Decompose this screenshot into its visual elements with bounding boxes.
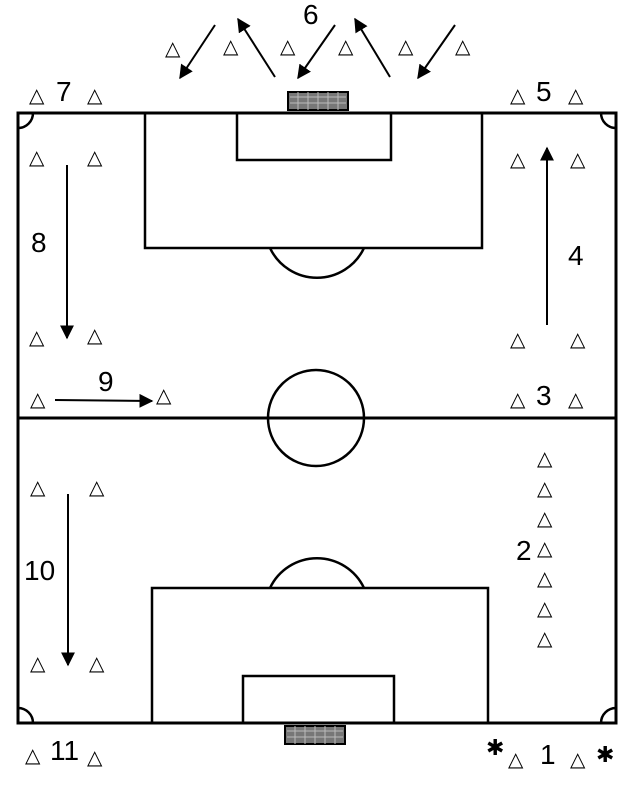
corner-arc-top-left <box>17 112 35 130</box>
triangle-cone-icon: △ <box>29 325 45 349</box>
triangle-cone-icon: △ <box>537 566 553 590</box>
triangle-cone-icon: △ <box>87 745 103 769</box>
run-arrow-icon <box>237 17 276 78</box>
triangle-cone-icon: △ <box>510 147 526 171</box>
run-arrow-icon <box>354 17 391 78</box>
corner-arc-top-right <box>599 112 617 130</box>
penalty-area-top <box>143 111 484 250</box>
triangle-cone-icon: △ <box>30 387 46 411</box>
station-label-11: 11 <box>50 735 79 766</box>
run-arrows-group <box>54 17 554 667</box>
triangle-cone-icon: △ <box>89 475 105 499</box>
start-marker-icon: ✱ <box>486 736 504 761</box>
triangle-cone-icon: △ <box>455 34 471 58</box>
triangle-cone-icon: △ <box>508 747 524 771</box>
triangle-cone-icon: △ <box>537 446 553 470</box>
penalty-arc-top <box>268 247 366 279</box>
triangle-cone-icon: △ <box>223 34 239 58</box>
triangle-cone-icon: △ <box>568 83 584 107</box>
station-label-5: 5 <box>536 76 552 107</box>
triangle-cone-icon: △ <box>156 383 172 407</box>
triangle-cone-icon: △ <box>510 387 526 411</box>
triangle-cone-icon: △ <box>87 323 103 347</box>
triangle-cone-icon: △ <box>537 596 553 620</box>
triangle-cone-icon: △ <box>537 626 553 650</box>
triangle-cone-icon: △ <box>570 147 586 171</box>
triangle-cone-icon: △ <box>25 743 41 767</box>
run-arrow-icon <box>297 24 336 80</box>
penalty-arc-bottom <box>268 557 366 589</box>
station-label-6: 6 <box>303 0 319 30</box>
station-label-9: 9 <box>98 366 114 397</box>
triangle-cone-icon: △ <box>89 651 105 675</box>
triangle-cone-icon: △ <box>398 34 414 58</box>
triangle-cone-icon: △ <box>29 83 45 107</box>
triangle-cone-icon: △ <box>87 145 103 169</box>
triangle-cone-icon: △ <box>165 36 181 60</box>
triangle-cone-icon: △ <box>338 34 354 58</box>
triangle-cone-icon: △ <box>570 747 586 771</box>
station-label-7: 7 <box>56 76 72 107</box>
cones-group: △ △ △ △ △ △ △ △ △ △ △ △ △ △ △ △ △ △ △ △ … <box>25 34 586 771</box>
triangle-cone-icon: △ <box>280 34 296 58</box>
triangle-cone-icon: △ <box>537 476 553 500</box>
penalty-area-bottom <box>150 586 490 725</box>
triangle-cone-icon: △ <box>510 327 526 351</box>
triangle-cone-icon: △ <box>568 387 584 411</box>
goal-net-top <box>290 92 346 110</box>
triangle-cone-icon: △ <box>570 327 586 351</box>
station-label-1: 1 <box>540 739 556 770</box>
corner-arc-bottom-right <box>599 706 617 724</box>
station-label-2: 2 <box>516 535 532 566</box>
station-label-4: 4 <box>568 240 584 271</box>
triangle-cone-icon: △ <box>537 536 553 560</box>
start-marker-icon: ✱ <box>596 743 614 768</box>
goal-net-bottom <box>287 726 343 744</box>
triangle-cone-icon: △ <box>30 651 46 675</box>
center-circle <box>266 368 366 468</box>
station-label-3: 3 <box>536 380 552 411</box>
corner-arc-bottom-left <box>17 706 35 724</box>
station-label-8: 8 <box>31 227 47 258</box>
goal-area-top <box>235 111 393 162</box>
triangle-cone-icon: △ <box>29 145 45 169</box>
triangle-cone-icon: △ <box>87 83 103 107</box>
triangle-cone-icon: △ <box>30 475 46 499</box>
run-arrow-icon <box>179 24 216 80</box>
run-arrow-icon <box>54 393 154 408</box>
run-arrow-icon <box>417 24 456 80</box>
station-label-10: 10 <box>24 555 55 586</box>
triangle-cone-icon: △ <box>510 83 526 107</box>
goal-area-bottom <box>241 674 396 725</box>
triangle-cone-icon: △ <box>537 506 553 530</box>
